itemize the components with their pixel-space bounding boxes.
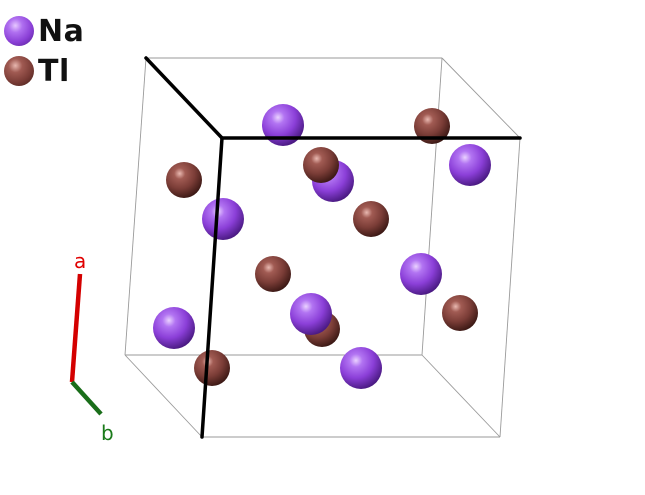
tl-atom [166,162,202,198]
cell-edge [441,57,521,139]
cell-edge [421,354,501,438]
axis-a-line [69,273,83,383]
na-atom [262,104,304,146]
tl-atom [414,108,450,144]
tl-atom [442,295,478,331]
axis-b-line [70,380,103,416]
unit-cell [124,57,521,438]
na-atom [202,198,244,240]
legend-label-na: Na [38,13,85,49]
axis-indicator: a b [69,249,114,445]
legend-item-na: Na [4,13,85,49]
unit-cell-bold-edges [144,56,522,439]
axis-a-label: a [74,249,86,273]
na-atom [449,144,491,186]
cell-edge-bold [144,56,224,140]
axis-b-label: b [101,421,114,445]
cell-edge [499,137,521,438]
tl-atom-icon [4,56,34,86]
na-atom [340,347,382,389]
na-atom [290,293,332,335]
cell-edge [124,57,147,356]
legend-item-tl: Tl [4,53,70,89]
tl-atom [353,201,389,237]
cell-edge [421,57,443,356]
tl-atom [303,147,339,183]
legend-label-tl: Tl [38,53,70,89]
na-atom-icon [4,16,34,46]
cell-edge [124,354,203,438]
tl-atom [255,256,291,292]
na-atom [400,253,442,295]
atoms [153,104,491,389]
na-atom [153,307,195,349]
tl-atom [194,350,230,386]
cell-edge-bold [200,136,224,439]
